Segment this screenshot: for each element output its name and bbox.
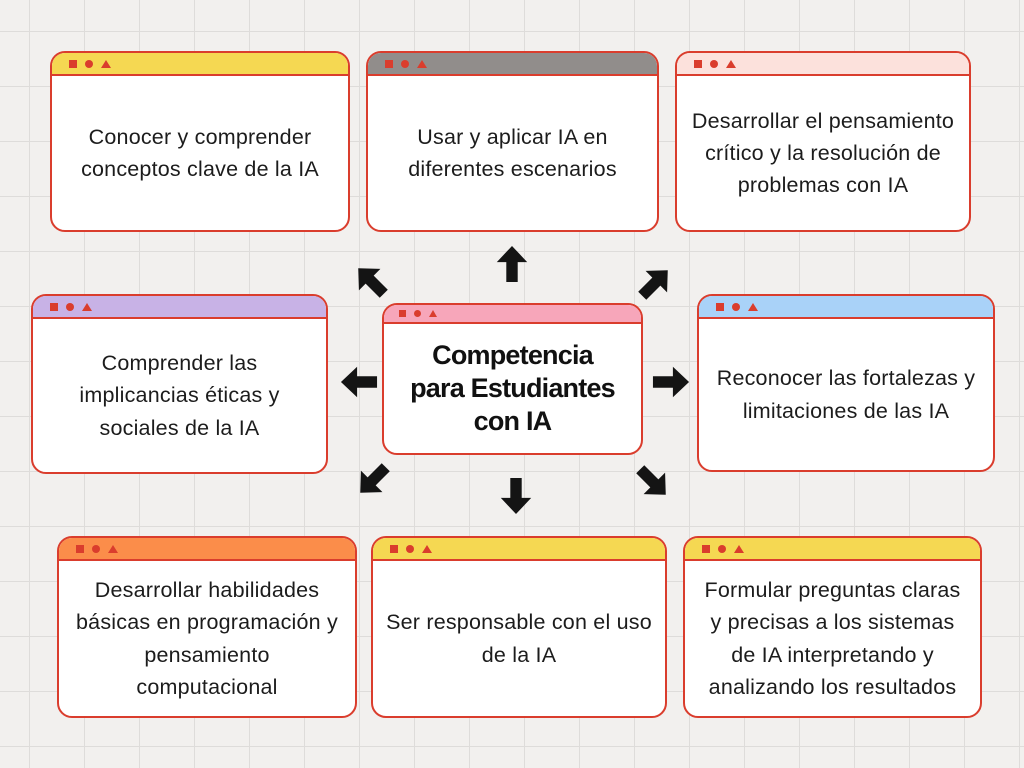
node-text: Desarrollar habilidades básicas en progr… <box>76 578 338 699</box>
node-conceptos-clave: Conocer y comprender conceptos clave de … <box>50 51 350 232</box>
node-usar-aplicar: Usar y aplicar IA en diferentes escenari… <box>366 51 659 232</box>
triangle-icon <box>101 59 111 68</box>
triangle-icon <box>422 544 432 553</box>
arrow-left-icon <box>340 363 378 401</box>
circle-icon <box>718 544 726 553</box>
arrow-down-icon <box>497 477 535 515</box>
triangle-icon <box>108 544 118 553</box>
square-icon <box>702 544 710 553</box>
node-text: Conocer y comprender conceptos clave de … <box>81 124 319 181</box>
window-titlebar <box>677 53 969 76</box>
arrow-up-left-icon <box>344 254 398 308</box>
window-titlebar <box>33 296 326 319</box>
node-text: Ser responsable con el uso de la IA <box>386 610 652 667</box>
window-titlebar <box>368 53 657 76</box>
node-text: Comprender las implicancias éticas y soc… <box>79 351 280 440</box>
circle-icon <box>732 302 740 311</box>
node-fortalezas-limitaciones: Reconocer las fortalezas y limitaciones … <box>697 294 995 472</box>
square-icon <box>76 544 84 553</box>
triangle-icon <box>726 59 736 68</box>
window-titlebar <box>384 305 641 324</box>
square-icon <box>69 59 77 68</box>
arrow-down-right-icon <box>626 455 680 509</box>
square-icon <box>385 59 393 68</box>
node-text: Formular preguntas claras y precisas a l… <box>704 578 961 699</box>
window-titlebar <box>373 538 665 561</box>
node-implicancias-eticas: Comprender las implicancias éticas y soc… <box>31 294 328 474</box>
arrow-right-icon <box>652 363 690 401</box>
arrow-up-icon <box>493 245 531 283</box>
triangle-icon <box>734 544 744 553</box>
diagram-title: Competencia para Estudiantes con IA <box>410 340 616 436</box>
node-formular-preguntas: Formular preguntas claras y precisas a l… <box>683 536 982 718</box>
node-text: Usar y aplicar IA en diferentes escenari… <box>408 124 617 181</box>
node-text: Reconocer las fortalezas y limitaciones … <box>716 366 976 423</box>
window-titlebar <box>52 53 348 76</box>
square-icon <box>716 302 724 311</box>
node-text: Desarrollar el pensamiento crítico y la … <box>691 108 955 198</box>
arrow-up-right-icon <box>628 256 682 310</box>
node-responsable: Ser responsable con el uso de la IA <box>371 536 667 718</box>
window-titlebar <box>685 538 980 561</box>
triangle-icon <box>429 310 437 317</box>
circle-icon <box>66 302 74 311</box>
node-programacion: Desarrollar habilidades básicas en progr… <box>57 536 357 718</box>
square-icon <box>399 310 406 317</box>
node-center-title: Competencia para Estudiantes con IA <box>382 303 643 455</box>
triangle-icon <box>748 302 758 311</box>
circle-icon <box>85 59 93 68</box>
circle-icon <box>414 310 421 317</box>
circle-icon <box>401 59 409 68</box>
window-titlebar <box>59 538 355 561</box>
arrow-down-left-icon <box>346 453 400 507</box>
square-icon <box>694 59 702 68</box>
square-icon <box>390 544 398 553</box>
triangle-icon <box>417 59 427 68</box>
triangle-icon <box>82 302 92 311</box>
circle-icon <box>710 59 718 68</box>
node-pensamiento-critico: Desarrollar el pensamiento crítico y la … <box>675 51 971 232</box>
window-titlebar <box>699 296 993 319</box>
circle-icon <box>92 544 100 553</box>
circle-icon <box>406 544 414 553</box>
square-icon <box>50 302 58 311</box>
